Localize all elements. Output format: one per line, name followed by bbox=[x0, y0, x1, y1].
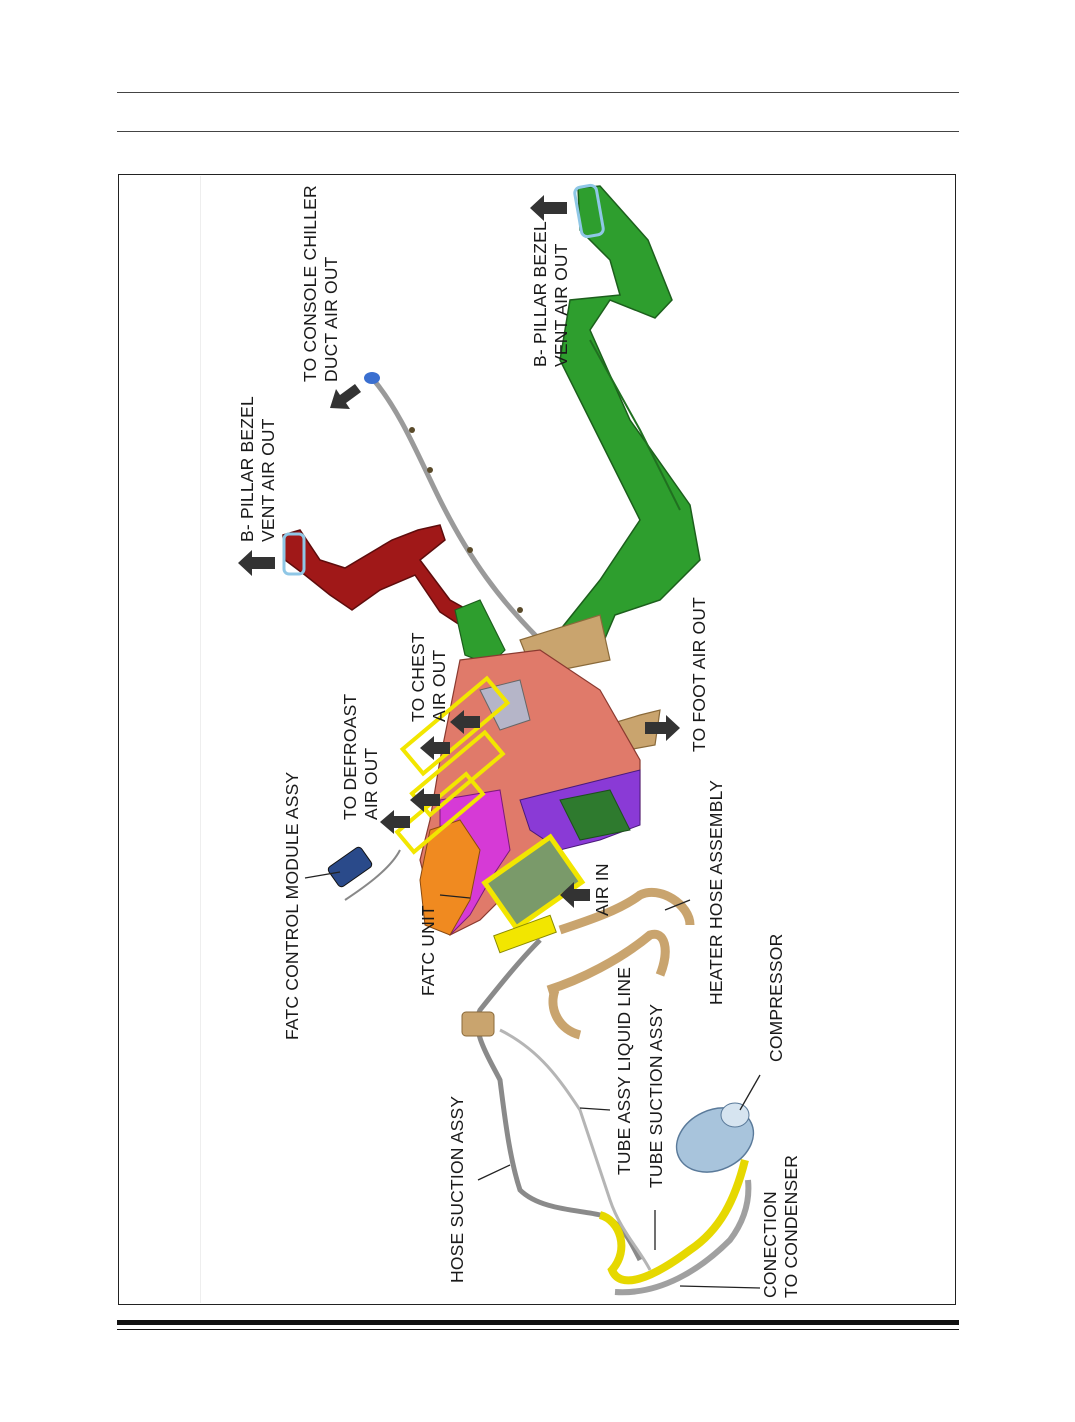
fatc-unit-label: FATC UNIT bbox=[418, 905, 438, 996]
leader-lines bbox=[304, 871, 761, 1289]
gray-discharge-tube bbox=[614, 1179, 752, 1296]
header-rule-top bbox=[117, 92, 959, 93]
fatc-control-label: FATC CONTROL MODULE ASSY bbox=[282, 772, 302, 1040]
heater-hoses bbox=[546, 887, 695, 1040]
hose-suction-label: HOSE SUCTION ASSY bbox=[447, 1096, 467, 1283]
arrow-air-in bbox=[560, 882, 590, 908]
footer-rule-thin bbox=[117, 1329, 959, 1330]
svg-text:AIR OUT: AIR OUT bbox=[361, 748, 381, 820]
b-pillar-right-label: B- PILLAR BEZEL VENT AIR OUT bbox=[530, 221, 571, 367]
defroast-label: TO DEFROAST AIR OUT bbox=[340, 694, 381, 820]
svg-text:TO CONDENSER: TO CONDENSER bbox=[781, 1155, 801, 1298]
flow-arrows bbox=[238, 195, 680, 908]
header-rule-bottom bbox=[117, 131, 959, 132]
footer-rule-thick bbox=[117, 1320, 959, 1325]
arrow-chest-2 bbox=[450, 710, 480, 734]
green-duct-right bbox=[558, 183, 701, 656]
tube-suction-label: TUBE SUCTION ASSY bbox=[646, 1004, 666, 1188]
svg-text:TO CONSOLE CHILLER: TO CONSOLE CHILLER bbox=[300, 185, 320, 382]
arrow-console-chiller bbox=[330, 384, 361, 409]
compressor-label: COMPRESSOR bbox=[766, 934, 786, 1062]
svg-text:VENT AIR OUT: VENT AIR OUT bbox=[551, 243, 571, 367]
svg-text:B- PILLAR BEZEL: B- PILLAR BEZEL bbox=[237, 396, 257, 542]
svg-text:TO CHEST: TO CHEST bbox=[408, 632, 428, 722]
frame-margin-line bbox=[200, 176, 201, 1303]
arrow-chest-1 bbox=[420, 736, 450, 760]
svg-text:TO DEFROAST: TO DEFROAST bbox=[340, 694, 360, 820]
console-chiller-label: TO CONSOLE CHILLER DUCT AIR OUT bbox=[300, 185, 341, 382]
svg-text:DUCT AIR OUT: DUCT AIR OUT bbox=[321, 256, 341, 382]
svg-text:B- PILLAR BEZEL: B- PILLAR BEZEL bbox=[530, 221, 550, 367]
chest-label: TO CHEST AIR OUT bbox=[408, 632, 449, 722]
svg-text:CONECTION: CONECTION bbox=[760, 1191, 780, 1298]
b-pillar-left-label: B- PILLAR BEZEL VENT AIR OUT bbox=[237, 396, 278, 542]
foot-label: TO FOOT AIR OUT bbox=[689, 597, 709, 752]
svg-text:AIR OUT: AIR OUT bbox=[429, 650, 449, 722]
air-in-label: AIR IN bbox=[592, 863, 612, 916]
air-in-base bbox=[493, 914, 557, 954]
air-in-filter bbox=[481, 833, 586, 932]
condenser-label: CONECTION TO CONDENSER bbox=[760, 1155, 801, 1298]
tube-liquid-label: TUBE ASSY LIQUID LINE bbox=[614, 967, 634, 1175]
heater-hose-label: HEATER HOSE ASSEMBLY bbox=[706, 780, 726, 1005]
yellow-suction-tube bbox=[598, 1159, 749, 1285]
arrow-defroast-2 bbox=[410, 788, 440, 812]
red-duct-left bbox=[282, 524, 470, 627]
svg-text:VENT AIR OUT: VENT AIR OUT bbox=[258, 418, 278, 542]
arrow-foot bbox=[645, 715, 680, 741]
arrow-defroast-1 bbox=[380, 810, 410, 834]
fatc-control-module bbox=[327, 846, 401, 901]
arrow-b-pillar-right bbox=[530, 195, 567, 221]
compressor bbox=[675, 1102, 755, 1173]
arrow-b-pillar-left bbox=[238, 550, 275, 576]
